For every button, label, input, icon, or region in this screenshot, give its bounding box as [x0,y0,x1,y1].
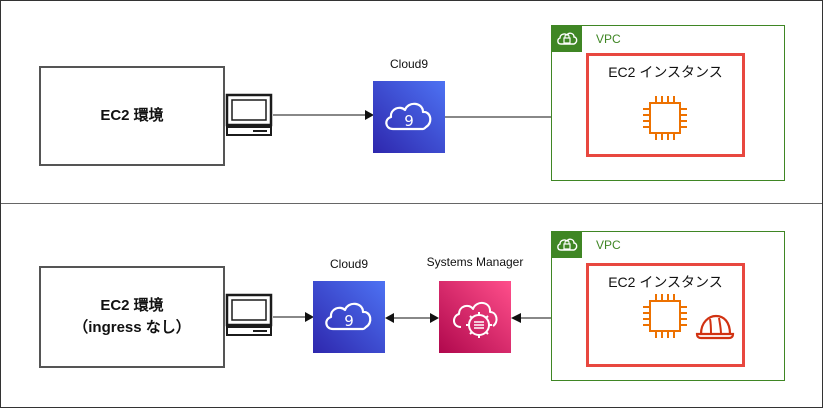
hard-hat-icon [695,314,735,340]
vpc-lock-cloud-icon [552,26,582,52]
cloud9-glyph: 9 [344,312,354,330]
no-ingress-label: （ingress なし） [73,319,191,336]
ec2-environment-label: EC2 環境 [100,107,164,124]
cloud9-label: Cloud9 [389,57,429,71]
systems-manager-icon [439,281,511,353]
ec2-environment-label: EC2 環境 [100,297,164,314]
desktop-computer-icon [225,93,273,136]
cloud9-icon: 9 [313,281,385,353]
vpc-container: VPC EC2 インスタンス [551,231,785,381]
ec2-environment-no-ingress-box: EC2 環境 （ingress なし） [39,266,225,368]
ec2-instance-box: EC2 インスタンス [586,53,745,157]
desktop-computer-icon [225,293,273,336]
cloud9-label: Cloud9 [329,257,369,271]
vpc-container: VPC EC2 インスタンス [551,25,785,181]
ec2-environment-box: EC2 環境 [39,66,225,166]
section-divider [1,203,822,204]
ec2-instance-box: EC2 インスタンス [586,263,745,367]
ec2-instance-chip-icon [643,96,687,140]
cloud9-icon: 9 [373,81,445,153]
ec2-instance-chip-icon [643,294,687,338]
vpc-label: VPC [596,32,621,46]
ec2-instance-label: EC2 インスタンス [608,64,723,80]
vpc-lock-cloud-icon [552,232,582,258]
arrow-client-to-cloud9 [273,312,314,322]
arrow-cloud9-ssm-bidirectional [385,313,439,323]
cloud9-glyph: 9 [404,112,414,130]
ec2-instance-label: EC2 インスタンス [608,274,723,290]
vpc-label: VPC [596,238,621,252]
arrow-client-to-cloud9 [273,110,374,120]
systems-manager-label: Systems Manager [426,255,524,269]
